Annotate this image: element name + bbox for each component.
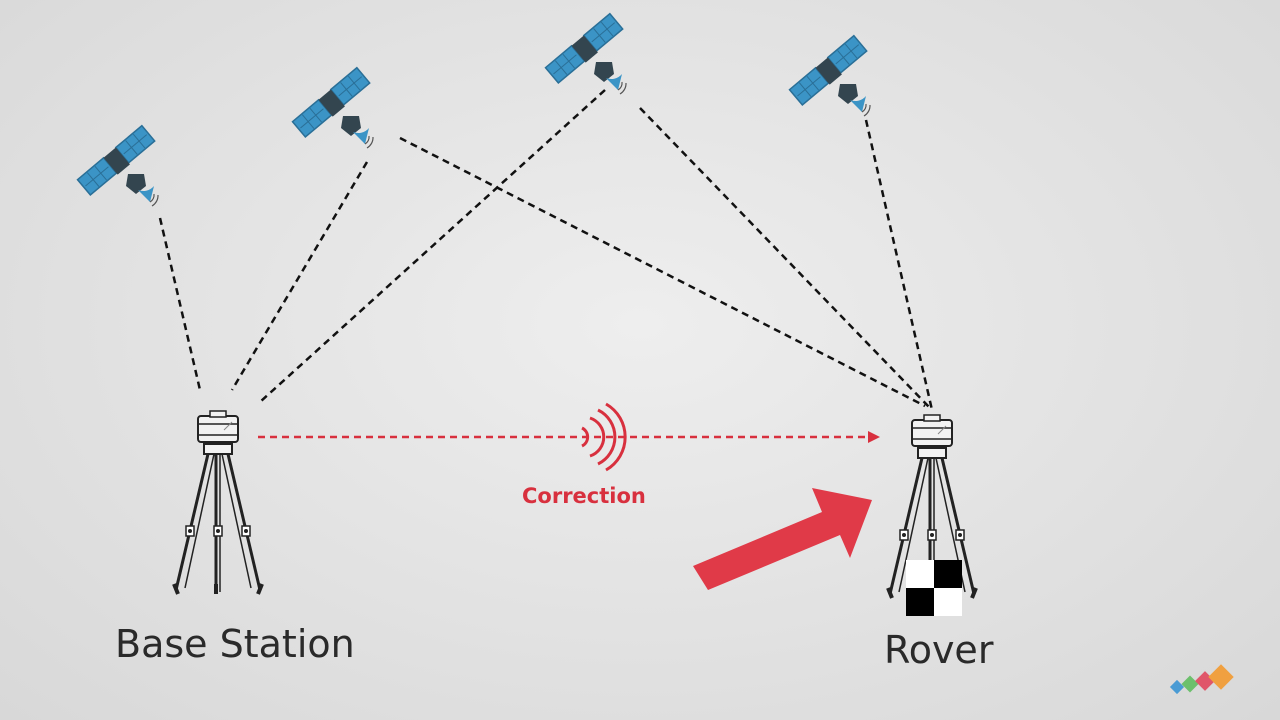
- target-marker-icon: [906, 560, 962, 616]
- correction-label: Correction: [522, 484, 646, 508]
- rover-label: Rover: [884, 628, 994, 672]
- signal-line-sat1-base: [158, 217, 202, 391]
- signal-line-sat3-base: [259, 89, 606, 403]
- signal-line-sat4-rover: [864, 119, 934, 411]
- base-station-label: Base Station: [115, 622, 355, 666]
- logo-icon: [1169, 664, 1234, 695]
- satellite-icon: [544, 12, 627, 95]
- correction-link: [258, 402, 880, 472]
- signal-lines: [158, 89, 934, 411]
- radio-waves-icon: [581, 402, 627, 472]
- satellite-icon: [76, 124, 159, 207]
- satellite-icon: [788, 34, 871, 117]
- satellite-icon: [291, 66, 374, 149]
- signal-line-sat2-rover: [399, 136, 926, 408]
- signal-line-sat3-rover: [639, 107, 931, 409]
- signal-line-sat2-base: [230, 161, 369, 391]
- rover-pointer-arrow: [693, 488, 872, 590]
- base-station-tripod-icon: [172, 409, 264, 596]
